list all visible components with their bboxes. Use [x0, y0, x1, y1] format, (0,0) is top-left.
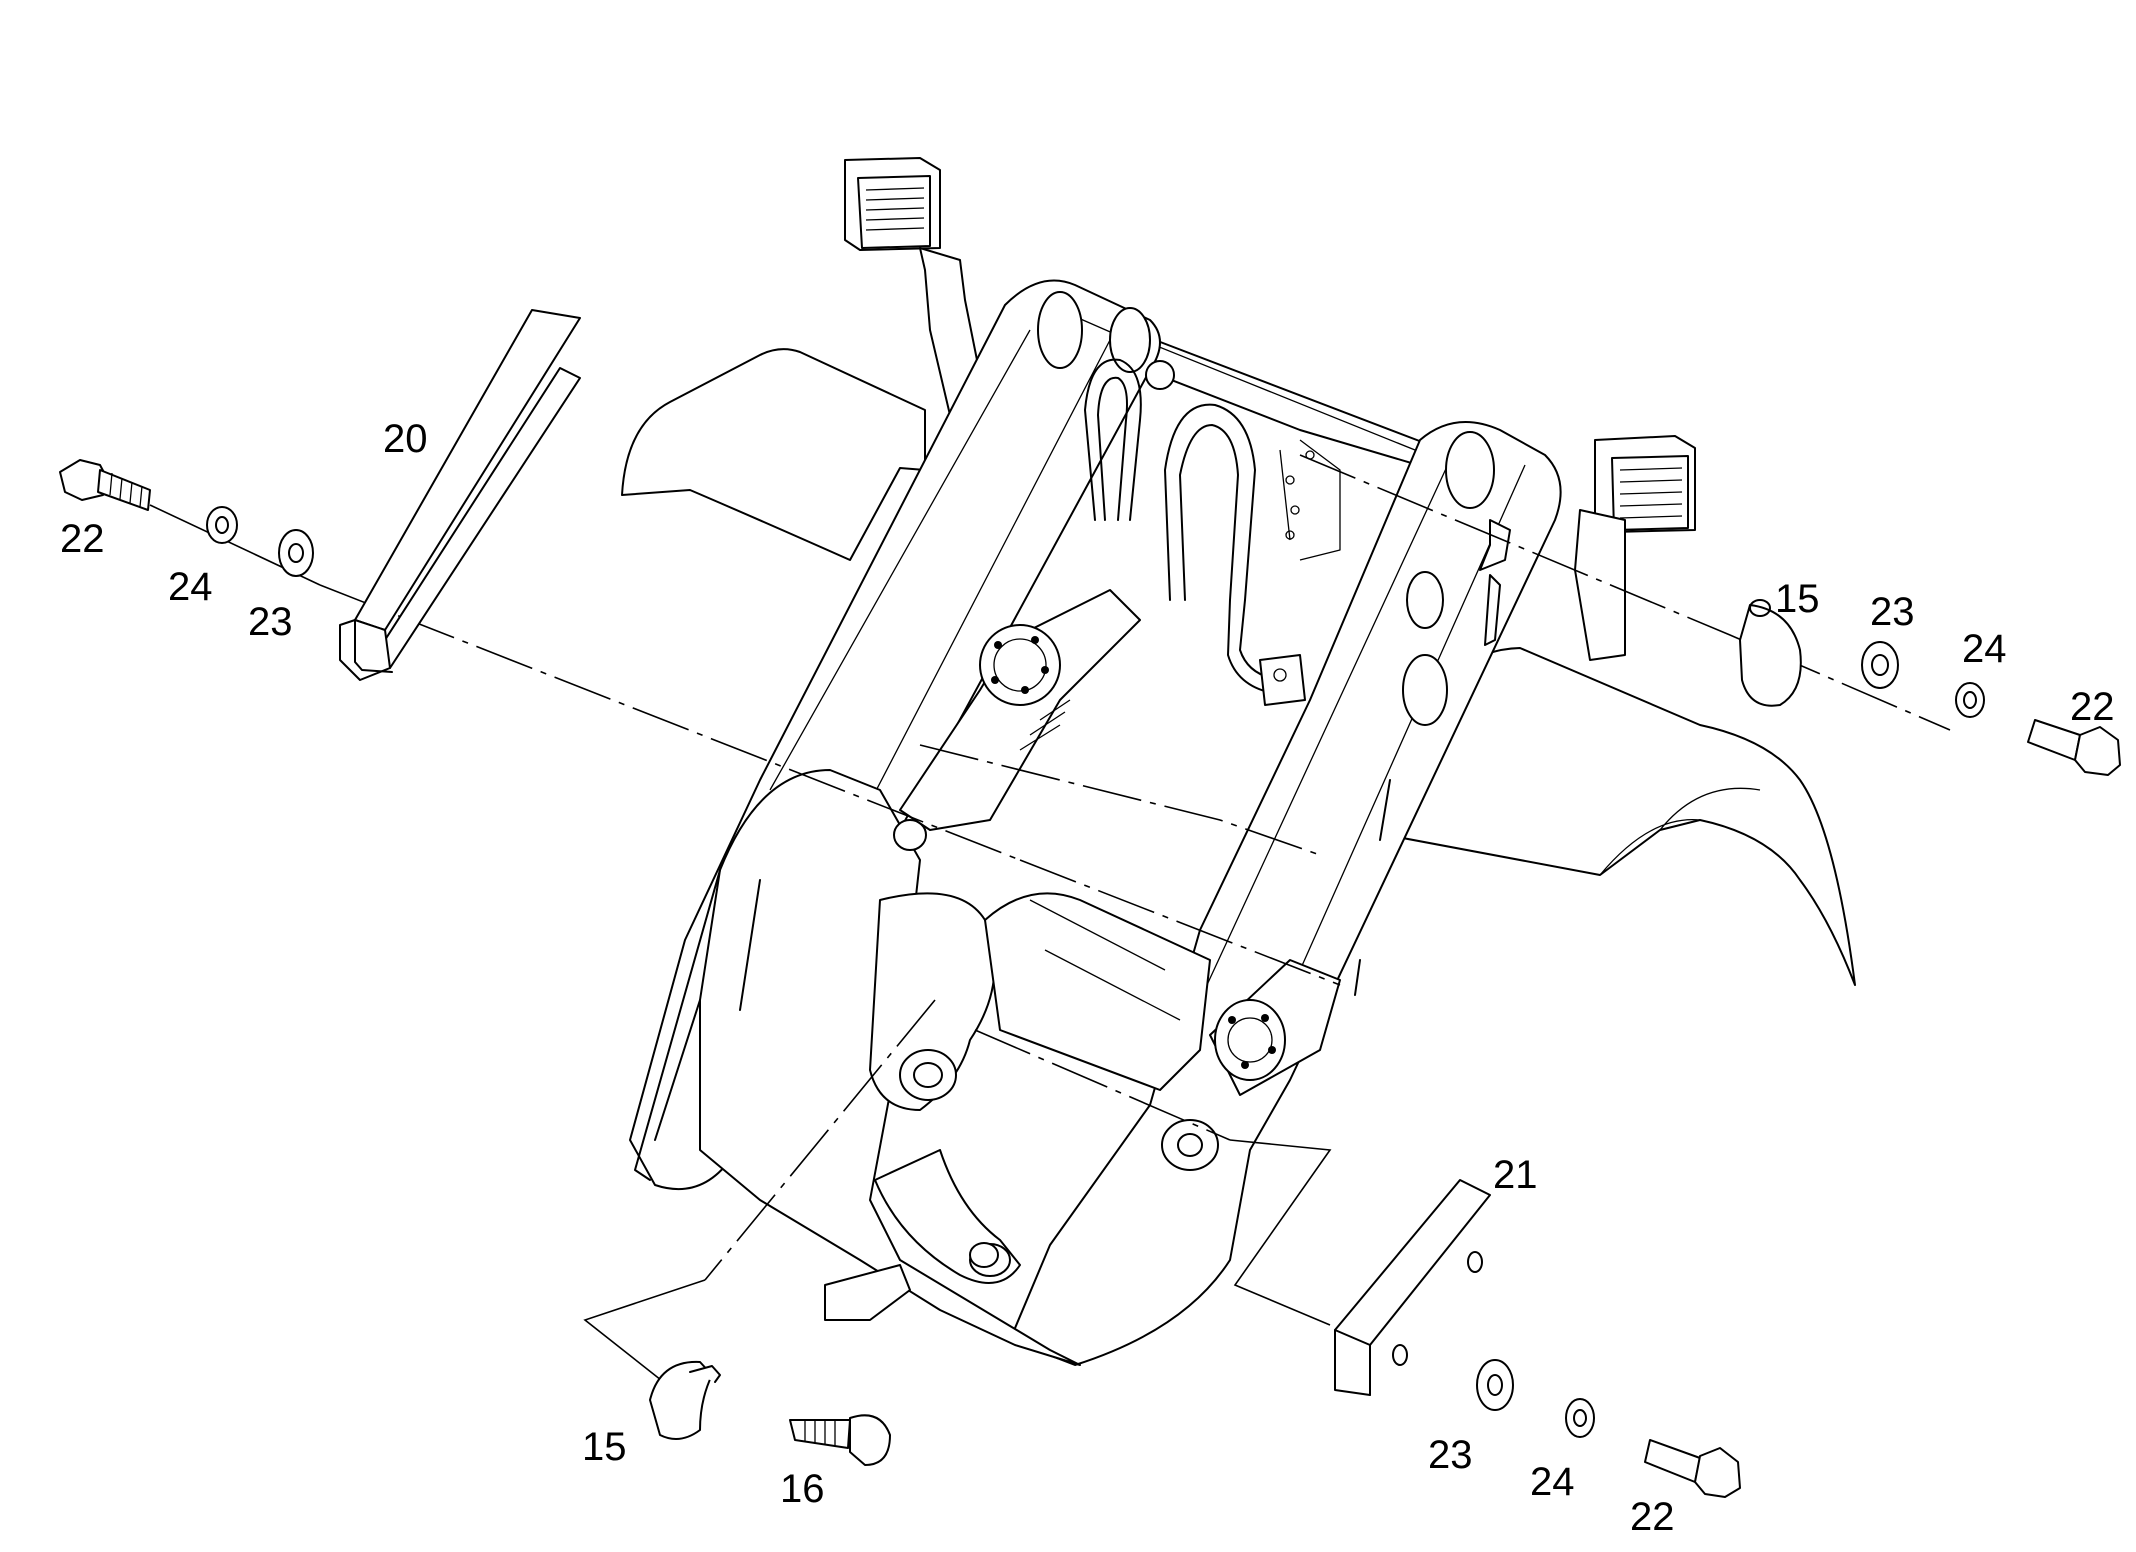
left-work-light — [844, 157, 986, 416]
assembly-centerlines — [149, 454, 1951, 1396]
callout-22-right: 22 — [2070, 685, 2115, 729]
right-clamp-15 — [1739, 599, 1802, 707]
bottom-bolt-16 — [789, 1414, 891, 1466]
callout-15-bottom: 15 — [582, 1425, 627, 1469]
callout-24-bottom: 24 — [1530, 1460, 1575, 1504]
callout-22-left: 22 — [60, 517, 105, 561]
callout-23-bottom: 23 — [1428, 1433, 1473, 1477]
right-bolt-22 — [2027, 719, 2121, 776]
callout-15-right: 15 — [1775, 577, 1820, 621]
right-lift-arm — [1009, 421, 1562, 1366]
part-21-bracket — [1334, 1179, 1491, 1396]
central-cross-tube — [984, 892, 1211, 1091]
callout-23-right: 23 — [1870, 590, 1915, 634]
right-washer-24 — [1955, 682, 1985, 718]
callout-20: 20 — [383, 417, 428, 461]
hydraulic-hoses — [1084, 358, 1306, 706]
part-20-channel — [339, 309, 581, 681]
callout-24-left: 24 — [168, 565, 213, 609]
bottom-washer-23 — [1476, 1359, 1514, 1411]
callout-21: 21 — [1493, 1153, 1538, 1197]
callout-24-right: 24 — [1962, 627, 2007, 671]
callout-16-bottom: 16 — [780, 1467, 825, 1511]
left-washer-23 — [278, 529, 314, 577]
loader-frame-assembly — [621, 157, 1856, 1366]
lift-cylinder — [1209, 959, 1341, 1096]
right-washer-23 — [1861, 641, 1899, 689]
callout-23-left: 23 — [248, 600, 293, 644]
bottom-washer-24 — [1565, 1398, 1595, 1438]
tilt-cylinder — [899, 589, 1141, 831]
bottom-clamp-15 — [649, 1360, 721, 1440]
right-work-light — [1574, 435, 1696, 661]
left-fender — [621, 348, 926, 561]
left-washer-24 — [206, 506, 238, 544]
left-bolt-22 — [59, 459, 151, 511]
bottom-bolt-22 — [1644, 1439, 1741, 1498]
callout-22-bottom: 22 — [1630, 1495, 1675, 1539]
callout-labels: 20 21 22 24 23 15 23 24 22 15 16 23 24 2… — [60, 417, 2115, 1539]
